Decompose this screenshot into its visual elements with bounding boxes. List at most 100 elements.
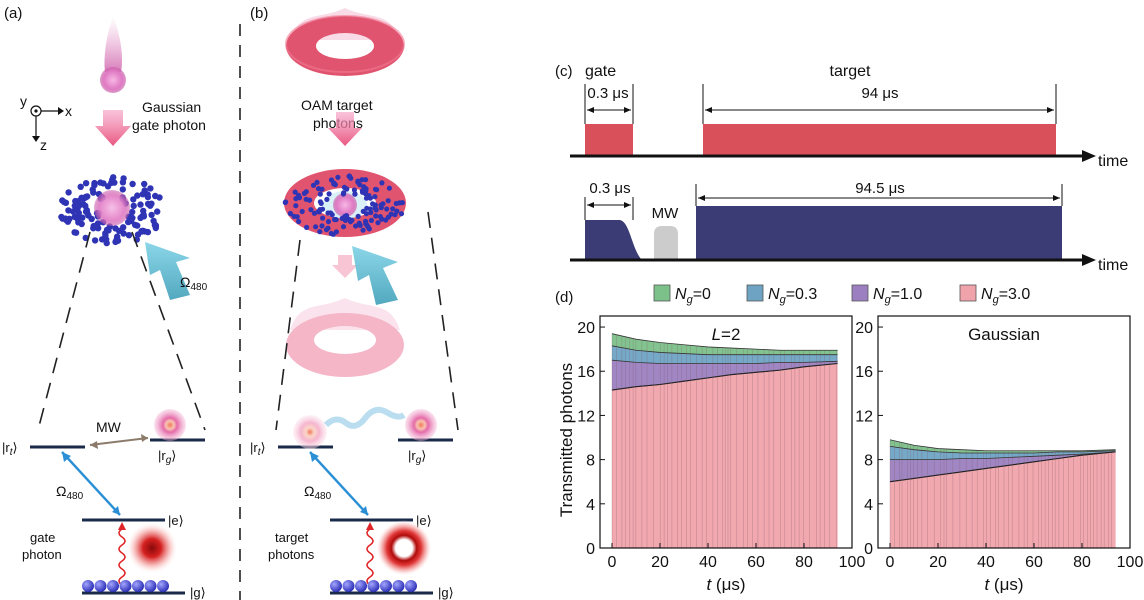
level-rt-label-b: |rt⟩ (250, 440, 266, 458)
zoom-line-left-a (37, 231, 91, 431)
atom-dot (88, 215, 95, 223)
omega-label-b: Ω480 (304, 483, 332, 502)
atom-dot (324, 196, 330, 202)
x-tick-label: 20 (929, 554, 947, 571)
ground-atom-icon (144, 580, 157, 592)
gate-down-arrow-icon (95, 110, 131, 146)
atom-dot (351, 187, 357, 193)
axis-x-label: x (65, 103, 72, 119)
atom-dot (314, 179, 320, 185)
atom-dot (82, 180, 90, 187)
target-pulse (703, 124, 1056, 156)
y-tick-label: 4 (586, 497, 595, 514)
lower-gate-arrow-r-icon (624, 202, 631, 208)
atom-dot (293, 203, 299, 209)
mw-pulse (654, 226, 678, 260)
atom-dot (366, 226, 372, 232)
atom-dot (325, 210, 331, 216)
gate-photon-wave-head-a-icon (118, 522, 126, 530)
rydberg-excitation-b2-icon (405, 409, 437, 441)
atom-dot (348, 175, 354, 181)
legend-entry: Ng=0 (675, 286, 711, 306)
zoom-line-right-b (427, 211, 459, 431)
panel-c: (c) gate target 0.3 μs 94 μs time 0.3 μs… (555, 63, 1128, 274)
gate-beam-label-line2: gate photon (132, 117, 206, 133)
control-beam-arrow-a-icon (145, 242, 190, 300)
ground-atom-icon (119, 580, 132, 592)
omega-arrow-head-down-b-icon (360, 506, 368, 515)
atom-dot (72, 197, 79, 205)
series-line-2 (611, 359, 838, 364)
atom-dot (361, 184, 367, 190)
level-e-label-b: |e⟩ (416, 513, 432, 528)
y-tick-label: 8 (586, 453, 595, 470)
atom-dot (292, 189, 298, 195)
atom-dot (129, 180, 136, 188)
x-axis-title: t (μs) (984, 575, 1023, 594)
gate-beam-label-line1: Gaussian (142, 99, 201, 115)
atom-dot (379, 180, 385, 186)
atom-dot (154, 208, 161, 215)
rydberg-excitation-b1-icon (293, 415, 327, 449)
atom-dot (93, 223, 101, 231)
atom-dot (131, 221, 139, 229)
atom-dot (296, 192, 302, 198)
atom-dot (367, 195, 373, 201)
atom-dot (316, 209, 322, 215)
legend-swatch (959, 284, 977, 302)
panel-c-letter: (c) (555, 63, 573, 80)
atom-dot (315, 186, 322, 192)
atom-dot (138, 227, 145, 235)
atom-dot (360, 189, 366, 195)
atom-dot (317, 191, 323, 197)
atom-dot (383, 217, 389, 223)
y-tick-label: 16 (577, 364, 595, 381)
atom-dot (148, 211, 155, 219)
x-tick-label: 80 (795, 554, 813, 571)
z-axis-arrow-icon (32, 136, 40, 142)
atom-dot (355, 213, 361, 219)
atom-dot (139, 191, 146, 198)
y-tick-label: 0 (864, 541, 873, 558)
atom-dot (82, 208, 90, 215)
oam-donut-pale-icon (286, 298, 404, 377)
atom-dot (319, 223, 325, 229)
level-g-label-b: |g⟩ (438, 585, 454, 600)
base-series-line (611, 362, 838, 391)
x-tick-label: 100 (1117, 554, 1144, 571)
atom-dot (71, 213, 79, 221)
mw-arrow-head-right-icon (141, 434, 148, 442)
ground-atom-icon (367, 580, 380, 592)
gate-label: gate (585, 63, 616, 80)
level-rg-label-a: |rg⟩ (158, 448, 176, 466)
legend-entry: Ng=1.0 (873, 286, 922, 306)
atom-dot (318, 200, 324, 206)
photon-label-line2-a: photon (22, 547, 62, 562)
target-photon-wave-icon (366, 528, 374, 586)
y-tick-label: 12 (577, 408, 595, 425)
panel-a-letter: (a) (4, 5, 22, 22)
atom-dot (102, 232, 109, 239)
target-label: target (830, 63, 871, 80)
atom-dot (329, 212, 335, 218)
gate-duration-label: 0.3 μs (587, 85, 628, 102)
area-series-3 (612, 363, 838, 548)
ground-atom-icon (82, 580, 94, 592)
lower-gate-arrow-l-icon (587, 202, 594, 208)
series-line-2 (890, 451, 1116, 461)
x-tick-label: 100 (839, 554, 866, 571)
atom-dot (398, 211, 405, 217)
atom-dot (341, 190, 347, 196)
time-axis-lower-arrow-icon (1082, 254, 1096, 266)
atom-dot (58, 213, 65, 221)
legend-swatch (851, 284, 869, 302)
zoom-line-right-a (131, 231, 206, 431)
photon-label-line1-a: gate (30, 530, 55, 545)
y-tick-label: 16 (855, 364, 873, 381)
atom-dot (377, 214, 383, 220)
atom-dot (310, 182, 317, 188)
atom-dot (372, 205, 378, 211)
